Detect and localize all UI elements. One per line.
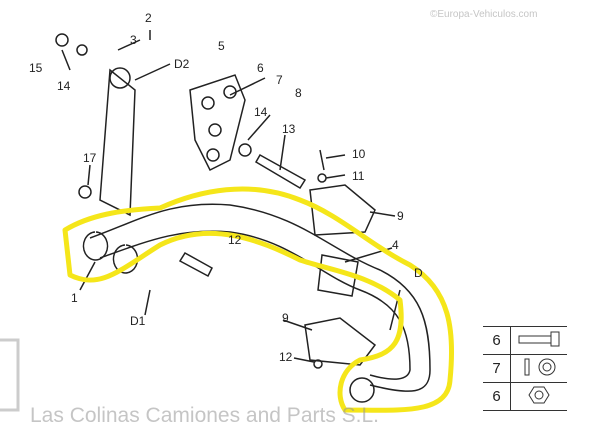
bar-inner xyxy=(99,230,411,380)
nut-11 xyxy=(317,173,327,183)
bolt-13 xyxy=(254,153,307,190)
logo-badge xyxy=(0,338,20,412)
bolt-10 xyxy=(319,149,325,171)
callout-12b: 12 xyxy=(228,233,242,247)
callout-3: 3 xyxy=(130,33,137,47)
callout-5: 5 xyxy=(218,39,225,53)
qty: 7 xyxy=(483,354,511,383)
callout-8: 8 xyxy=(295,86,302,100)
link-arm xyxy=(99,68,136,217)
callout-6: 6 xyxy=(257,61,264,75)
bolt-12 xyxy=(178,251,213,278)
nut-15 xyxy=(55,33,69,47)
callout-12: 12 xyxy=(279,350,293,364)
callout-D2: D2 xyxy=(174,57,190,71)
bar-outer xyxy=(89,203,431,392)
washer-icon xyxy=(524,358,556,375)
nut-12 xyxy=(313,359,323,369)
callout-13: 13 xyxy=(282,122,296,136)
callout-7: 7 xyxy=(276,73,283,87)
clamp-9-bottom xyxy=(304,317,377,366)
watermark-sub: ©Europa-Vehiculos.com xyxy=(430,9,538,20)
bushing-left xyxy=(82,231,109,261)
callout-10: 10 xyxy=(352,147,366,161)
callout-1: 1 xyxy=(71,291,78,305)
highlight-outline xyxy=(62,186,455,413)
table-row: 6 xyxy=(483,326,567,355)
bushing-4 xyxy=(317,254,359,297)
callout-D1: D1 xyxy=(130,314,146,328)
clamp-9-top xyxy=(309,184,376,236)
callout-14: 14 xyxy=(57,79,71,93)
watermark: Las Colinas Camiones and Parts S.L. xyxy=(30,404,380,427)
table-row: 7 xyxy=(483,354,567,383)
callout-11: 11 xyxy=(352,169,365,183)
callout-2: 2 xyxy=(145,11,152,25)
callout-15: 15 xyxy=(29,61,43,75)
qty: 6 xyxy=(483,326,511,355)
callout-4: 4 xyxy=(392,238,399,252)
callout-9b: 9 xyxy=(282,311,289,325)
washer-14 xyxy=(76,44,88,56)
link-top-eye xyxy=(109,67,131,89)
washer-14b xyxy=(238,143,252,157)
table-row: 6 xyxy=(483,382,567,411)
bracket-5 xyxy=(189,74,246,172)
callout-D: D xyxy=(414,266,423,280)
nut-icon xyxy=(528,386,550,403)
nut-17 xyxy=(78,185,92,199)
hardware-table: 6 7 6 xyxy=(483,326,567,411)
qty: 6 xyxy=(483,382,511,411)
end-eye xyxy=(349,377,375,403)
bolt-icon xyxy=(518,331,560,346)
callout-9: 9 xyxy=(397,209,404,223)
callout-17: 17 xyxy=(83,151,97,165)
callout-14b: 14 xyxy=(254,105,268,119)
